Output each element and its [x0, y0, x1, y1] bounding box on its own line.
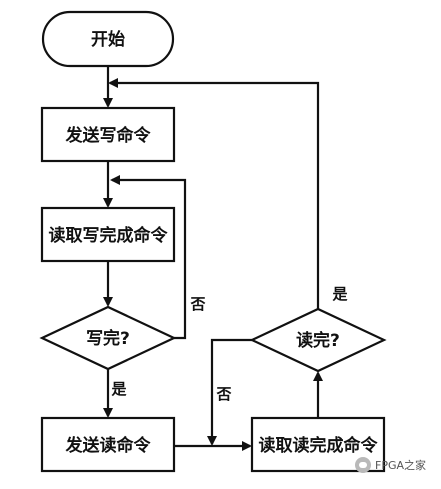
read-read-done-label: 读取读完成命令	[259, 435, 379, 456]
read-yes-label: 是	[331, 285, 348, 303]
write-done-label: 写完?	[86, 328, 130, 349]
read-write-done-box: 读取写完成命令	[40, 206, 176, 263]
watermark: FPGA之家	[355, 457, 426, 473]
arrow-write-no-loop	[110, 175, 187, 340]
write-done-decision: 写完?	[39, 305, 177, 371]
write-yes-label: 是	[110, 380, 127, 398]
send-write-command-box: 发送写命令	[40, 106, 176, 163]
read-write-done-label: 读取写完成命令	[49, 225, 169, 246]
arrow-read-no-loop	[207, 338, 252, 446]
watermark-text: FPGA之家	[375, 459, 427, 472]
chat-bubble-icon	[355, 457, 371, 473]
read-done-label: 读完?	[296, 330, 340, 351]
start-node: 开始	[41, 10, 175, 68]
send-read-command-box: 发送读命令	[40, 416, 176, 473]
write-no-label: 否	[189, 295, 205, 313]
start-label: 开始	[91, 29, 125, 50]
send-read-command-label: 发送读命令	[65, 435, 152, 456]
send-write-command-label: 发送写命令	[65, 125, 152, 146]
arrow-read-yes-loop	[108, 78, 320, 309]
read-done-decision: 读完?	[249, 307, 387, 373]
read-no-label: 否	[215, 385, 231, 403]
